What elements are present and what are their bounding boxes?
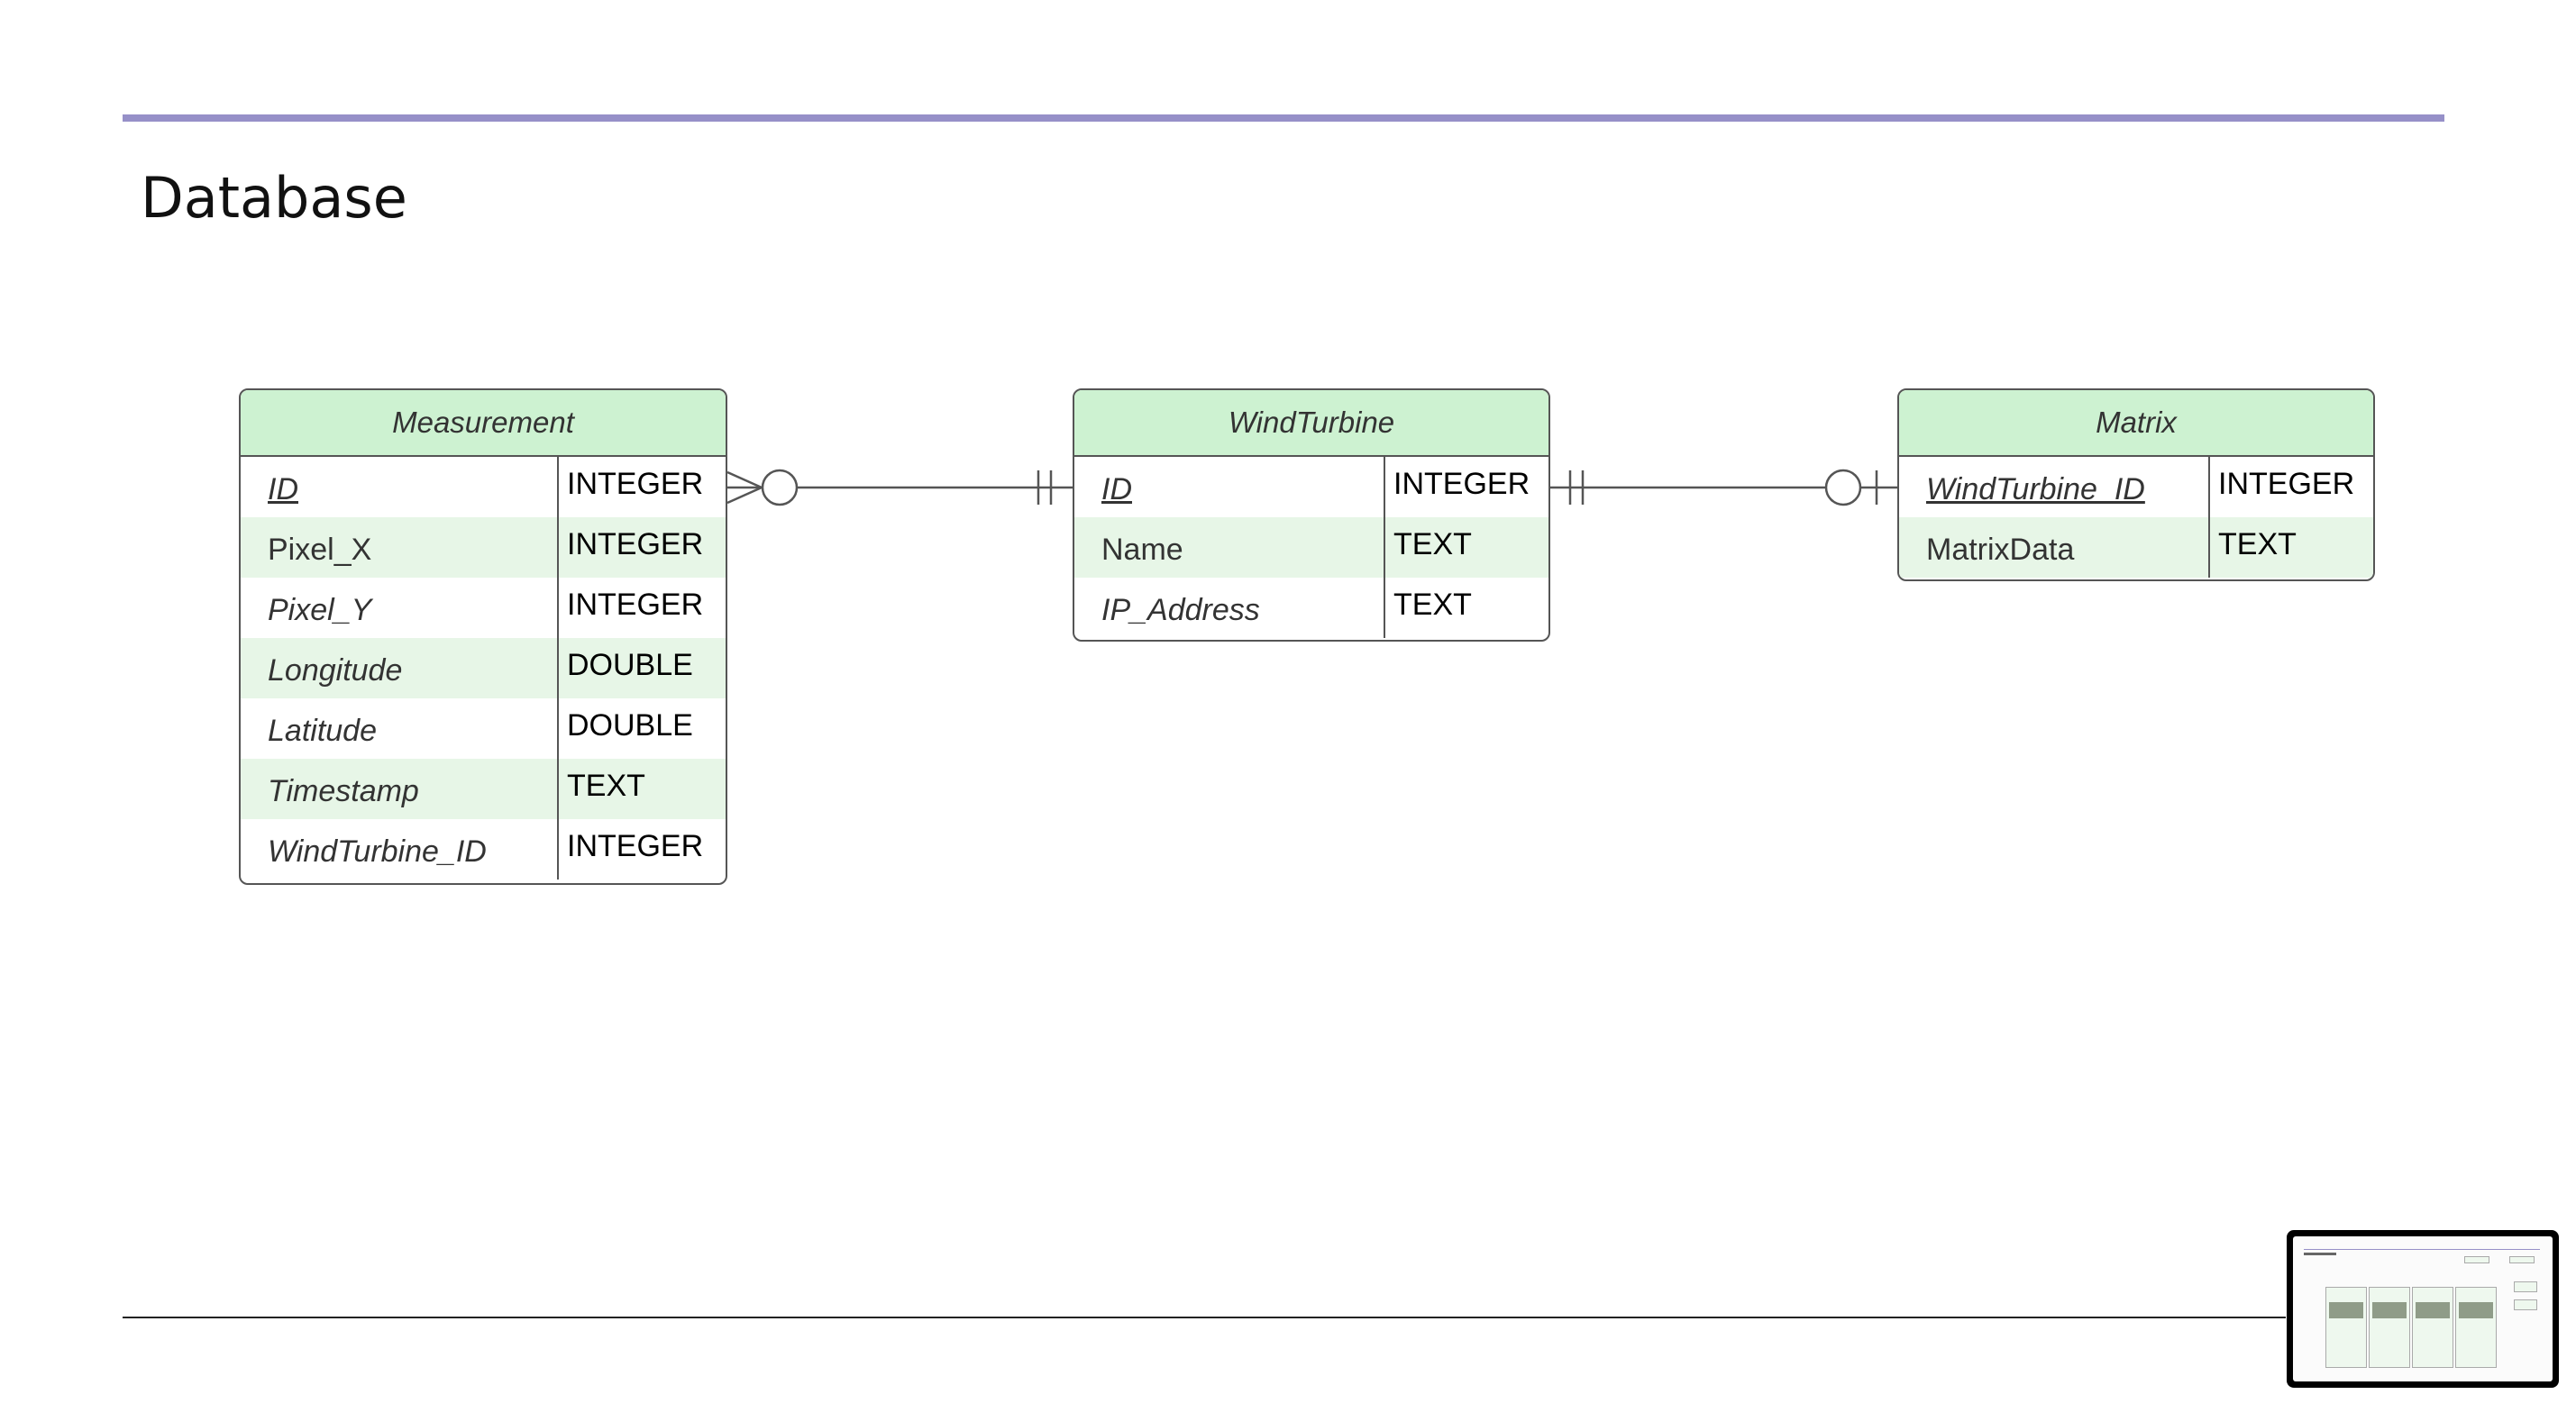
table-row: IP_Address TEXT: [1074, 578, 1548, 638]
entity-header: Matrix: [1899, 390, 2373, 457]
crowfoot-prong-icon: [726, 470, 763, 489]
column-name: Longitude: [241, 638, 559, 698]
slide-thumbnail-canvas: [2293, 1236, 2553, 1381]
entity-header: Measurement: [241, 390, 726, 457]
thumbnail-rule: [2304, 1249, 2540, 1250]
column-name: IP_Address: [1074, 578, 1385, 638]
column-type: TEXT: [567, 769, 645, 803]
thumbnail-box: [2509, 1256, 2535, 1263]
thumbnail-image: [2329, 1302, 2363, 1318]
page-title: Database: [141, 165, 407, 231]
column-type: INTEGER: [2218, 467, 2355, 501]
column-name: Latitude: [241, 698, 559, 759]
table-row: Timestamp TEXT: [241, 759, 726, 819]
column-name: Timestamp: [241, 759, 559, 819]
column-name: Pixel_X: [241, 517, 559, 578]
column-type: TEXT: [1393, 588, 1472, 622]
table-row: Latitude DOUBLE: [241, 698, 726, 759]
column-name-primary-key: WindTurbine_ID: [1899, 457, 2210, 517]
table-row: ID INTEGER: [1074, 457, 1548, 517]
table-row: Pixel_Y INTEGER: [241, 578, 726, 638]
column-name-foreign-key: WindTurbine_ID: [241, 819, 559, 880]
entity-header: WindTurbine: [1074, 390, 1548, 457]
thumbnail-image: [2372, 1302, 2407, 1318]
column-type: INTEGER: [567, 829, 704, 863]
column-name: Name: [1074, 517, 1385, 578]
entity-measurement[interactable]: Measurement ID INTEGER Pixel_X INTEGER P…: [239, 388, 727, 885]
crowfoot-prong-icon: [726, 486, 763, 505]
column-type: DOUBLE: [567, 708, 693, 743]
thumbnail-title-mark: [2304, 1253, 2336, 1255]
thumbnail-card: [2325, 1287, 2367, 1368]
thumbnail-card: [2455, 1287, 2497, 1368]
table-row: Longitude DOUBLE: [241, 638, 726, 698]
column-type: INTEGER: [567, 588, 704, 622]
table-row: Pixel_X INTEGER: [241, 517, 726, 578]
thumbnail-box: [2514, 1299, 2537, 1310]
thumbnail-box: [2514, 1281, 2537, 1292]
column-type: INTEGER: [1393, 467, 1530, 501]
title-accent-rule: [123, 114, 2444, 122]
table-row: WindTurbine_ID INTEGER: [1899, 457, 2373, 517]
thumbnail-box: [2464, 1256, 2489, 1263]
column-type: TEXT: [1393, 527, 1472, 561]
column-type: TEXT: [2218, 527, 2297, 561]
column-name-primary-key: ID: [1074, 457, 1385, 517]
column-type: INTEGER: [567, 467, 704, 501]
column-type: INTEGER: [567, 527, 704, 561]
footer-divider: [123, 1317, 2286, 1318]
column-name: MatrixData: [1899, 517, 2210, 578]
table-row: Name TEXT: [1074, 517, 1548, 578]
thumbnail-image: [2459, 1302, 2493, 1318]
table-row: MatrixData TEXT: [1899, 517, 2373, 578]
column-name-primary-key: ID: [241, 457, 559, 517]
entity-windturbine[interactable]: WindTurbine ID INTEGER Name TEXT IP_Addr…: [1073, 388, 1550, 642]
table-row: ID INTEGER: [241, 457, 726, 517]
thumbnail-card: [2412, 1287, 2453, 1368]
relationship-measurement-windturbine[interactable]: [726, 469, 1073, 506]
zero-cardinality-circle-icon: [1824, 469, 1862, 506]
relationship-windturbine-matrix[interactable]: [1550, 469, 1897, 506]
table-row: WindTurbine_ID INTEGER: [241, 819, 726, 880]
thumbnail-card: [2369, 1287, 2410, 1368]
column-name: Pixel_Y: [241, 578, 559, 638]
zero-cardinality-circle-icon: [761, 469, 799, 506]
entity-matrix[interactable]: Matrix WindTurbine_ID INTEGER MatrixData…: [1897, 388, 2375, 581]
thumbnail-image: [2416, 1302, 2450, 1318]
column-type: DOUBLE: [567, 648, 693, 682]
slide-thumbnail-preview[interactable]: [2287, 1230, 2559, 1388]
